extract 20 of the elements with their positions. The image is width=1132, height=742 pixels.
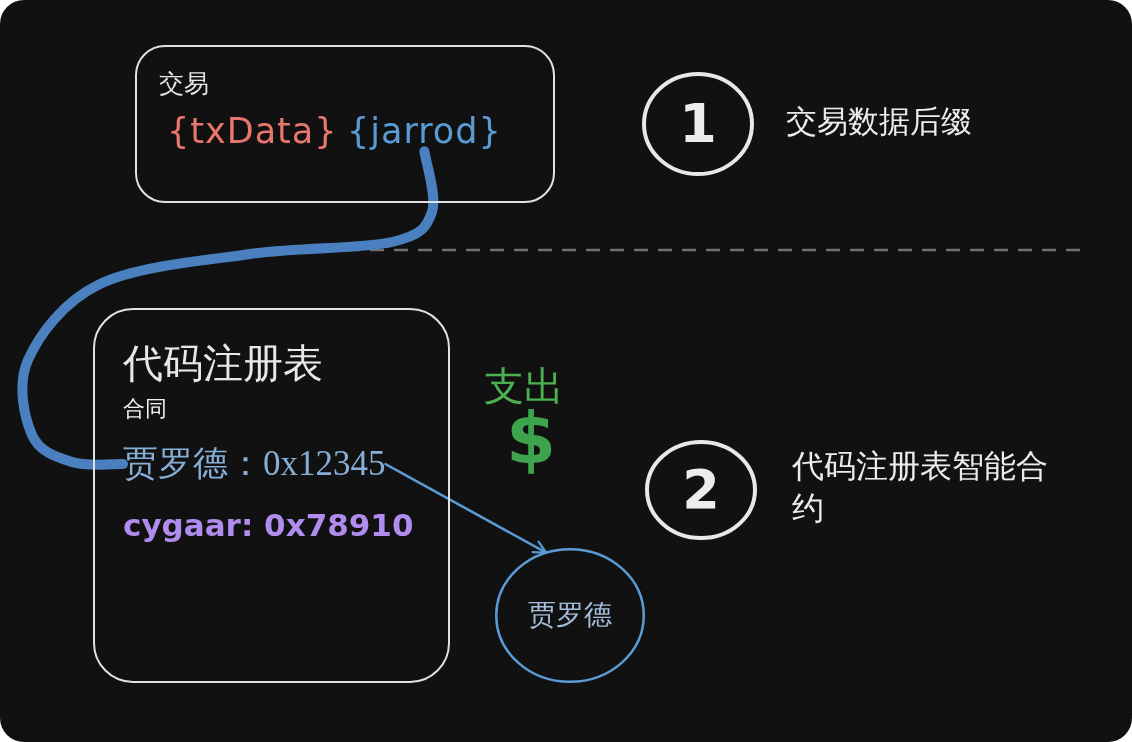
step-number: 2 (682, 460, 720, 520)
box-heading: 交易 (159, 69, 209, 98)
box-subheading: 合同 (123, 396, 167, 422)
arrow (384, 462, 548, 554)
box-heading: 代码注册表 (123, 340, 323, 386)
step-circle (645, 440, 757, 540)
rounded-box (93, 308, 450, 683)
code-text: {txData} (167, 111, 338, 152)
connector-line (17, 146, 439, 470)
code-text: {jarrod} (347, 111, 502, 152)
step-circle (642, 72, 754, 176)
mapping-entry: cygaar: 0x78910 (123, 508, 414, 544)
circle-node (495, 548, 645, 683)
step-number: 1 (679, 94, 717, 154)
rounded-box (135, 45, 555, 203)
step-caption: 代码注册表智能合约 (792, 447, 1049, 528)
step-caption: 交易数据后缀 (786, 104, 973, 140)
payout-label: 支出 (484, 366, 564, 406)
circle-label: 贾罗德 (528, 600, 612, 631)
mapping-entry: 贾罗德：0x12345 (123, 444, 386, 485)
